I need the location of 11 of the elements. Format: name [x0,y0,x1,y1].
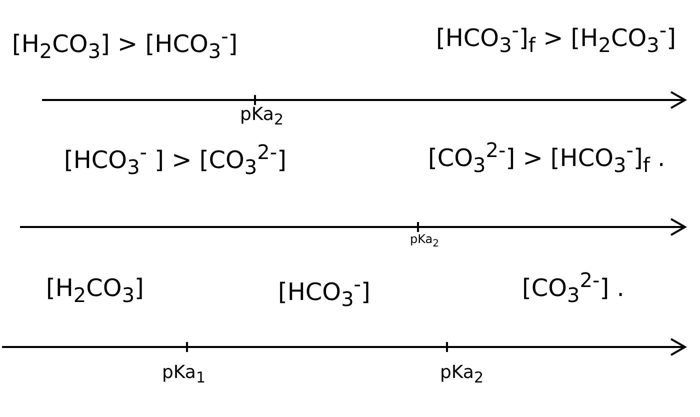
concentration-relation: [H$_{2}$CO$_{3}$] > [HCO$_{3}$$^{-}$] [12,24,238,63]
tick-label: pKa$_{2}$ [410,232,440,250]
concentration-relation: [CO$_{3}$$^{2-}$] > [HCO$_{3}$$^{-}$]$_{f}$ . [428,138,666,177]
species-label: [HCO$_{3}$$^{-}$] [278,272,370,311]
concentration-relation: [HCO$_{3}$$^{-}$]$_{f}$ > [H$_{2}$CO$_{3}$$^{-}$] [436,18,676,57]
tick-label: pKa$_{1}$ [162,362,206,387]
concentration-relation: [HCO$_{3}$$^{-}$ ] > [CO$_{3}$$^{2-}$] [64,140,286,179]
species-label: [H$_{2}$CO$_{3}$] [46,274,144,307]
tick-label: pKa$_{2}$ [440,362,484,387]
species-label: [CO$_{3}$$^{2-}$] . [522,268,624,307]
tick-label: pKa$_{2}$ [240,104,284,129]
